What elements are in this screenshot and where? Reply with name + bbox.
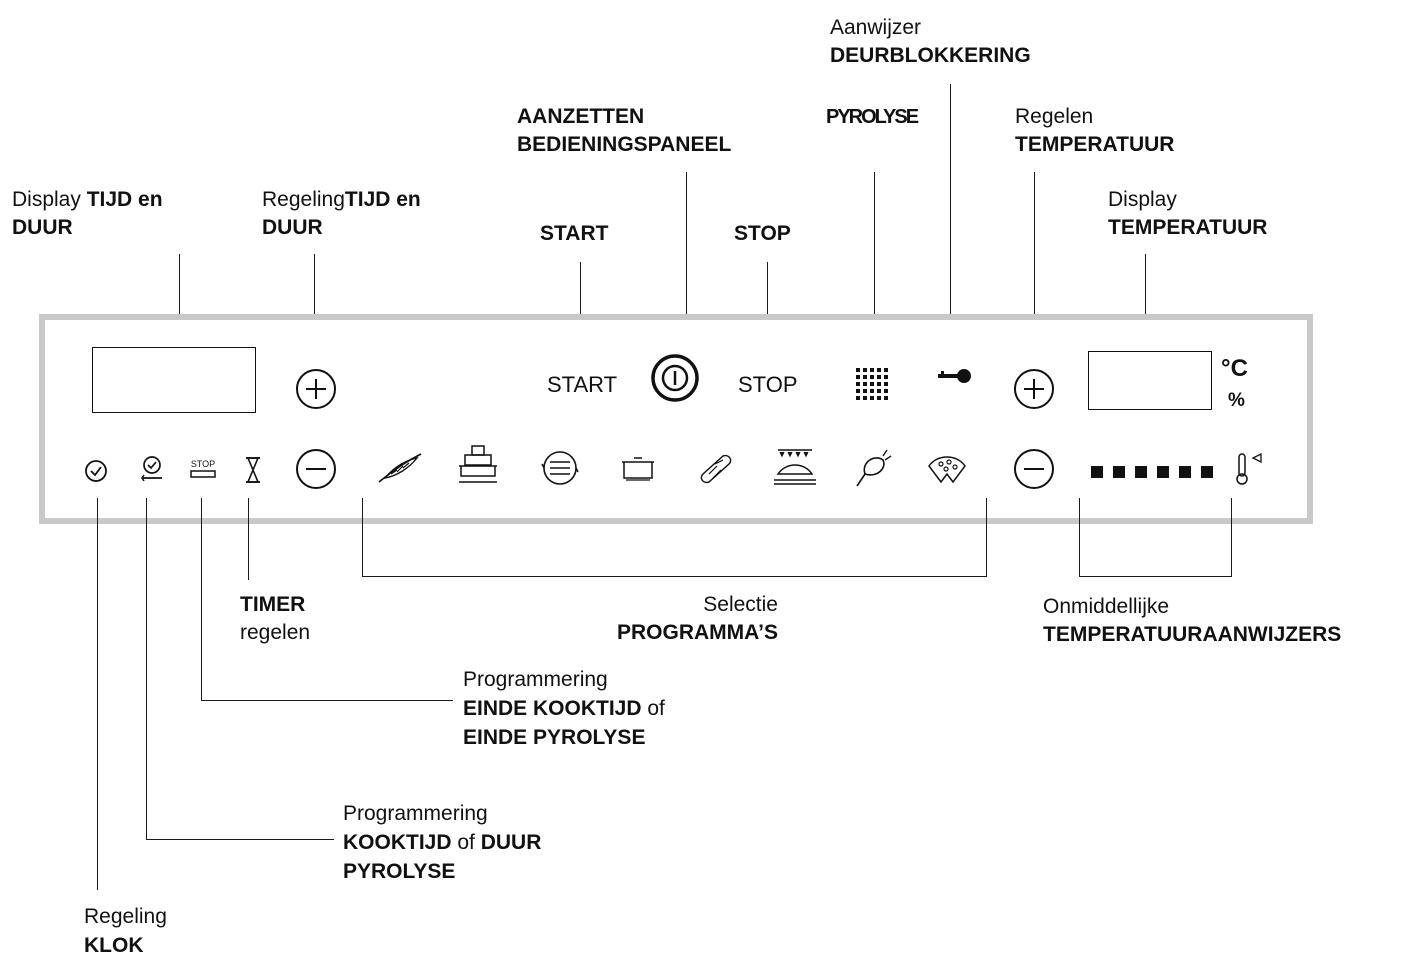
bracket-programs-bottom: [362, 576, 987, 577]
label-klok: Regeling KLOK: [84, 905, 167, 957]
label-einde: Programmering EINDE KOOKTIJD of EINDE PY…: [463, 668, 665, 749]
label-deurblokkering: Aanwijzer DEURBLOKKERING: [830, 16, 1031, 67]
end-time-icon-text: STOP: [191, 459, 215, 469]
bracket-programs-left: [362, 498, 363, 576]
leader-display-temp: [1145, 254, 1146, 336]
start-button[interactable]: START: [547, 372, 618, 397]
label-temp-indicators: Onmiddellijke TEMPERATUURAANWIJZERS: [1043, 595, 1342, 646]
power-icon[interactable]: [649, 352, 701, 404]
temperature-indicator-square: [1201, 466, 1213, 478]
stop-button[interactable]: STOP: [738, 372, 798, 397]
temperature-indicator-square: [1091, 466, 1103, 478]
leader-kooktijd: [146, 498, 147, 839]
leader-pyrolyse: [874, 172, 875, 334]
hourglass-icon[interactable]: [244, 456, 262, 484]
minus-icon[interactable]: [1011, 446, 1057, 492]
leader-regeling-time: [314, 254, 315, 340]
thermometer-icon: [1236, 452, 1262, 485]
label-display-time: Display TIJD en DUUR: [12, 188, 163, 239]
label-regeling-time: RegelingTIJD en DUUR: [262, 188, 421, 239]
temperature-indicator-square: [1157, 466, 1169, 478]
temperature-indicator-square: [1113, 466, 1125, 478]
control-panel: START STOP °C %: [39, 314, 1313, 524]
percent-unit: %: [1228, 390, 1245, 411]
poultry-icon[interactable]: [853, 446, 893, 490]
label-aanzetten: AANZETTEN BEDIENINGSPANEEL: [517, 105, 732, 156]
key-icon: [938, 369, 971, 383]
plus-icon[interactable]: [1011, 366, 1057, 412]
time-display: [92, 347, 256, 413]
leader-kooktijd-h: [146, 839, 334, 840]
fan-icon[interactable]: [540, 448, 580, 488]
leader-einde: [201, 498, 202, 700]
label-start: START: [540, 222, 609, 245]
top-heat-icon[interactable]: [772, 448, 818, 488]
leader-regelen-temp: [1034, 172, 1035, 340]
pyrolyse-grid-icon[interactable]: [856, 368, 890, 402]
pastry-icon[interactable]: [457, 444, 499, 486]
bracket-programs-right: [986, 498, 987, 576]
label-pyrolyse: PYROLYSE: [826, 106, 919, 128]
label-programmas: Selectie PROGRAMMA’S: [616, 593, 778, 644]
bracket-temp-left: [1079, 498, 1080, 576]
leader-aanzetten: [686, 172, 687, 352]
label-timer: TIMER regelen: [240, 593, 311, 644]
bracket-temp-bottom: [1079, 576, 1232, 577]
label-kooktijd: Programmering KOOKTIJD of DUUR PYROLYSE: [343, 802, 542, 883]
temperature-indicator-row: [1091, 466, 1221, 480]
label-stop: STOP: [734, 222, 791, 245]
grill-icon[interactable]: [377, 450, 423, 486]
temperature-display: [1088, 351, 1212, 410]
leader-deurblokkering: [950, 84, 951, 344]
roll-icon[interactable]: [695, 452, 735, 484]
leader-start: [580, 262, 581, 344]
leader-timer: [248, 498, 249, 580]
temperature-indicator-square: [1135, 466, 1147, 478]
pizza-icon[interactable]: [927, 452, 967, 484]
clock-icon[interactable]: [84, 459, 108, 483]
leader-einde-h: [201, 700, 453, 701]
end-time-icon[interactable]: STOP: [188, 457, 218, 481]
bracket-temp-right: [1231, 498, 1232, 576]
leader-stop: [767, 262, 768, 344]
minus-icon[interactable]: [293, 446, 339, 492]
pot-icon[interactable]: [618, 452, 658, 484]
leader-klok: [97, 498, 98, 890]
plus-icon[interactable]: [293, 366, 339, 412]
temperature-indicator-square: [1179, 466, 1191, 478]
celsius-unit: °C: [1221, 355, 1248, 382]
leader-display-time: [179, 254, 180, 334]
label-regelen-temp: Regelen TEMPERATUUR: [1015, 105, 1175, 156]
label-display-temp: Display TEMPERATUUR: [1108, 188, 1268, 239]
cooking-time-icon[interactable]: [139, 454, 165, 484]
